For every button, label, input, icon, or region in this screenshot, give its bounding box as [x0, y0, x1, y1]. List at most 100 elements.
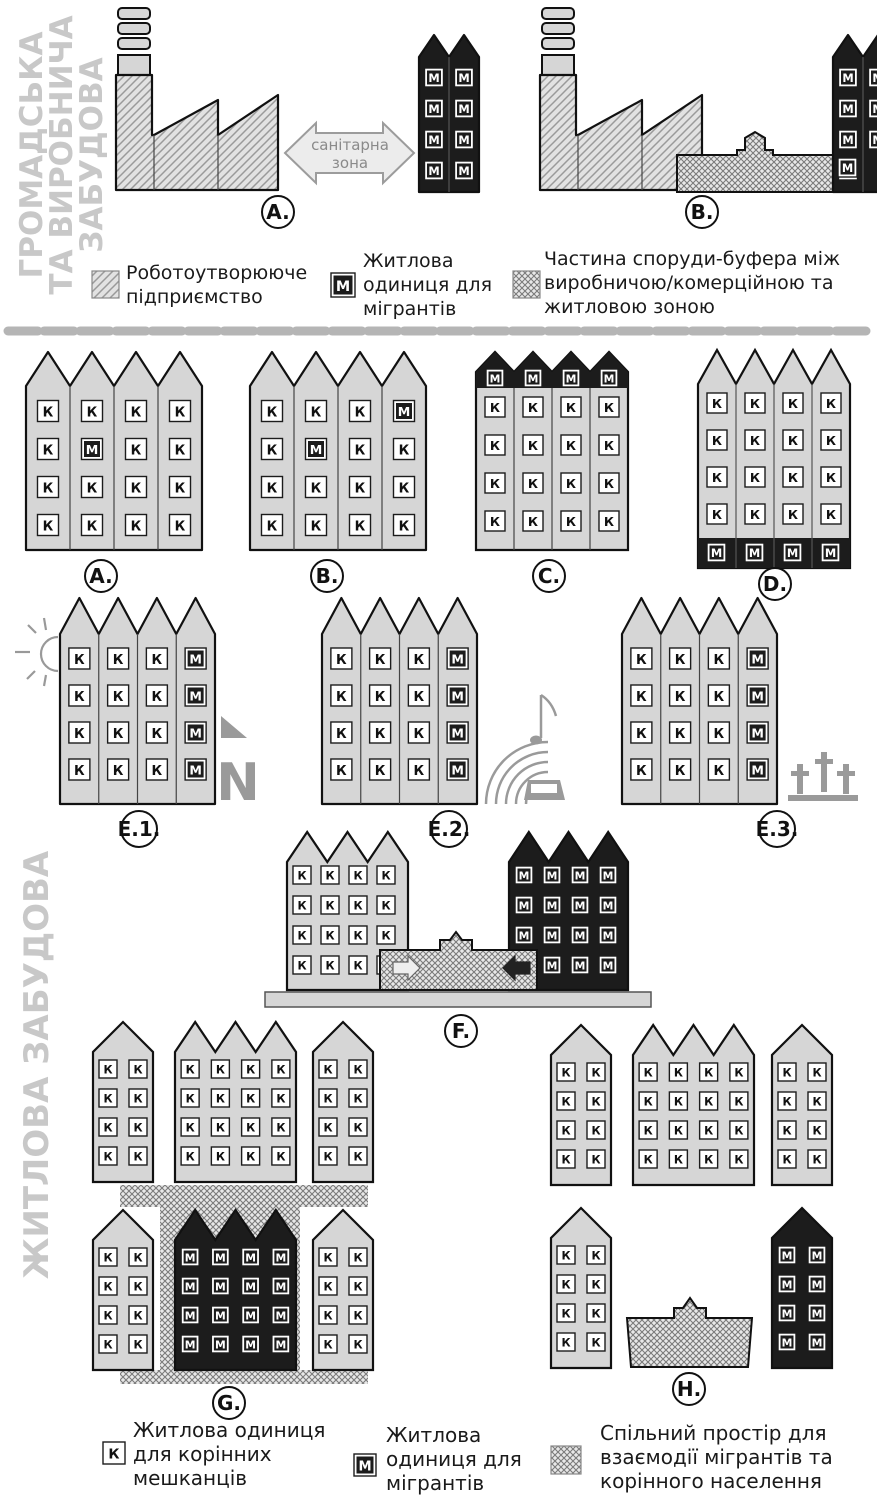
native-unit-letter: К — [644, 1125, 653, 1138]
native-unit: К — [670, 722, 691, 743]
native-unit: К — [599, 397, 619, 417]
migrant-unit: М — [543, 866, 561, 884]
native-unit-letter: К — [152, 653, 163, 668]
native-unit: К — [523, 397, 543, 417]
building-g-2: КККККККККККККККК — [175, 1022, 296, 1182]
native-unit: К — [293, 926, 311, 944]
native-unit-letter: К — [353, 870, 362, 883]
native-unit: К — [670, 685, 691, 706]
migrant-unit-letter: М — [711, 546, 722, 560]
migrant-unit-letter: М — [751, 726, 764, 741]
native-unit: К — [108, 722, 129, 743]
native-unit-letter: К — [216, 1093, 225, 1106]
migrant-unit: М — [869, 68, 877, 87]
native-unit: К — [408, 685, 429, 706]
migrant-unit: М — [778, 1333, 796, 1351]
legend-migrant-text: одиниця для — [386, 1447, 522, 1471]
migrant-unit: М — [425, 161, 444, 180]
migrant-unit: М — [447, 648, 468, 669]
migrant-unit: М — [425, 130, 444, 149]
native-unit: К — [331, 759, 352, 780]
native-unit-letter: К — [175, 519, 186, 534]
north-arrow-icon: N — [216, 716, 260, 813]
native-unit-letter: К — [267, 443, 278, 458]
native-unit: К — [700, 1063, 718, 1081]
migrant-unit: М — [394, 401, 415, 422]
native-unit-letter: К — [311, 481, 322, 496]
building-d: ККККККККККККККККММММ — [698, 350, 850, 568]
sun-ray — [44, 675, 46, 686]
migrant-unit-letter: М — [428, 164, 439, 178]
migrant-unit-letter: М — [575, 929, 586, 942]
migrant-unit-letter: М — [189, 763, 202, 778]
native-unit-letter: К — [325, 870, 334, 883]
legend-buffer-text: житловою зоною — [544, 296, 715, 318]
native-unit-letter: К — [604, 400, 614, 415]
migrant-unit: М — [425, 68, 444, 87]
native-unit: К — [319, 1147, 337, 1165]
native-unit: К — [293, 866, 311, 884]
migrant-unit-letter: М — [812, 1278, 823, 1291]
migrant-unit-letter: М — [336, 279, 350, 295]
legend-shared-text: Спільний простір для — [600, 1421, 827, 1445]
native-unit: К — [408, 759, 429, 780]
native-unit-letter: К — [246, 1122, 255, 1135]
native-unit: К — [349, 1060, 367, 1078]
native-unit: К — [783, 504, 803, 524]
native-unit-letter: К — [103, 1339, 112, 1352]
native-unit-letter: К — [103, 1122, 112, 1135]
migrant-unit: М — [455, 68, 474, 87]
migrant-unit-letter: М — [547, 929, 558, 942]
migrant-unit: М — [242, 1277, 260, 1295]
native-unit-letter: К — [353, 1252, 362, 1265]
native-unit-letter: К — [246, 1064, 255, 1077]
native-unit: К — [783, 467, 803, 487]
native-unit: К — [377, 926, 395, 944]
native-unit: К — [669, 1092, 687, 1110]
migrant-unit: М — [242, 1306, 260, 1324]
migrant-unit-letter: М — [215, 1280, 226, 1293]
native-unit: К — [331, 648, 352, 669]
migrant-unit-letter: М — [812, 1336, 823, 1349]
chimney-segment — [118, 8, 150, 19]
native-unit-letter: К — [246, 1093, 255, 1106]
native-unit-letter: К — [644, 1067, 653, 1080]
native-unit-letter: К — [353, 1122, 362, 1135]
native-unit: К — [778, 1121, 796, 1139]
native-unit: К — [103, 1442, 125, 1464]
native-unit: К — [783, 393, 803, 413]
scenario-label-text: A. — [266, 200, 289, 224]
native-unit-letter: К — [566, 514, 576, 529]
native-unit: К — [707, 393, 727, 413]
native-unit: К — [38, 401, 59, 422]
native-unit-letter: К — [103, 1252, 112, 1265]
native-unit: К — [745, 504, 765, 524]
legend-enterprise-text: Роботоутворююче — [126, 262, 307, 284]
native-unit: К — [349, 926, 367, 944]
cross-bar — [815, 759, 833, 764]
migrant-unit: М — [272, 1277, 290, 1295]
migrant-unit-letter: М — [245, 1338, 256, 1351]
native-unit-letter: К — [826, 396, 836, 411]
native-unit: К — [349, 896, 367, 914]
native-unit-letter: К — [704, 1067, 713, 1080]
native-unit: К — [306, 477, 327, 498]
migrant-unit: М — [181, 1335, 199, 1353]
native-unit: К — [778, 1150, 796, 1168]
migrant-unit: М — [242, 1335, 260, 1353]
native-unit: К — [306, 515, 327, 536]
native-unit-letter: К — [788, 433, 798, 448]
migrant-unit: М — [808, 1246, 826, 1264]
migrant-unit-letter: М — [528, 372, 539, 385]
native-unit-letter: К — [103, 1064, 112, 1077]
native-unit-letter: К — [674, 1154, 683, 1167]
shared-shape — [627, 1298, 752, 1367]
migrant-unit: М — [425, 99, 444, 118]
native-unit: К — [146, 759, 167, 780]
native-unit: К — [370, 759, 391, 780]
native-unit: К — [670, 648, 691, 669]
migrant-unit: М — [599, 956, 617, 974]
native-unit-letter: К — [216, 1122, 225, 1135]
native-unit-letter: К — [323, 1339, 332, 1352]
